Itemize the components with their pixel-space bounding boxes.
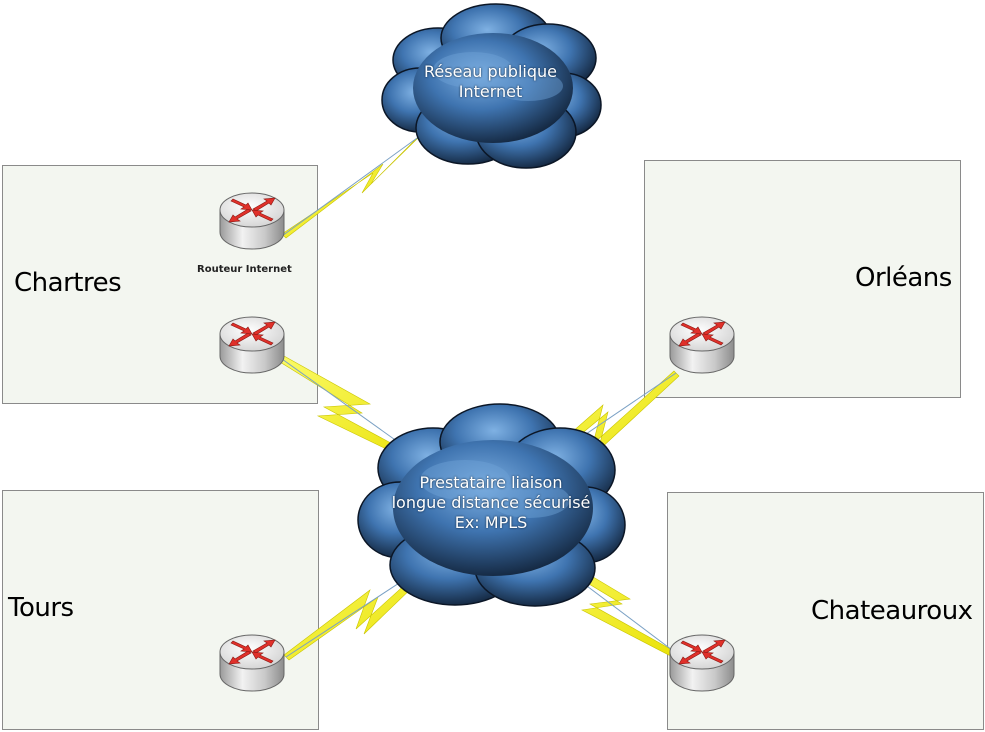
mpls-cloud-line3: Ex: MPLS	[454, 513, 528, 532]
mpls-cloud-label: Prestataire liaison longue distance sécu…	[375, 473, 607, 533]
chateauroux-label: Chateauroux	[811, 596, 973, 626]
chateauroux-router-icon	[667, 630, 737, 696]
chartres-label: Chartres	[14, 268, 122, 298]
mpls-cloud-line2: longue distance sécurisé	[391, 493, 591, 512]
chartres-internet-router-icon	[217, 188, 287, 254]
chartres-wan-router-icon	[217, 312, 287, 378]
mpls-cloud-line1: Prestataire liaison	[419, 473, 563, 492]
orleans-label: Orléans	[855, 263, 952, 293]
internet-cloud-line2: Internet	[458, 82, 523, 101]
internet-cloud-icon	[381, 3, 602, 169]
internet-cloud-label: Réseau publique Internet	[398, 62, 583, 102]
router-internet-label: Routeur Internet	[197, 264, 292, 275]
mpls-cloud-icon	[357, 403, 626, 607]
tours-label: Tours	[8, 593, 74, 623]
tours-router-icon	[217, 630, 287, 696]
site-tours	[2, 490, 319, 730]
internet-cloud-line1: Réseau publique	[424, 62, 557, 81]
orleans-router-icon	[667, 312, 737, 378]
site-chateauroux	[667, 492, 984, 730]
